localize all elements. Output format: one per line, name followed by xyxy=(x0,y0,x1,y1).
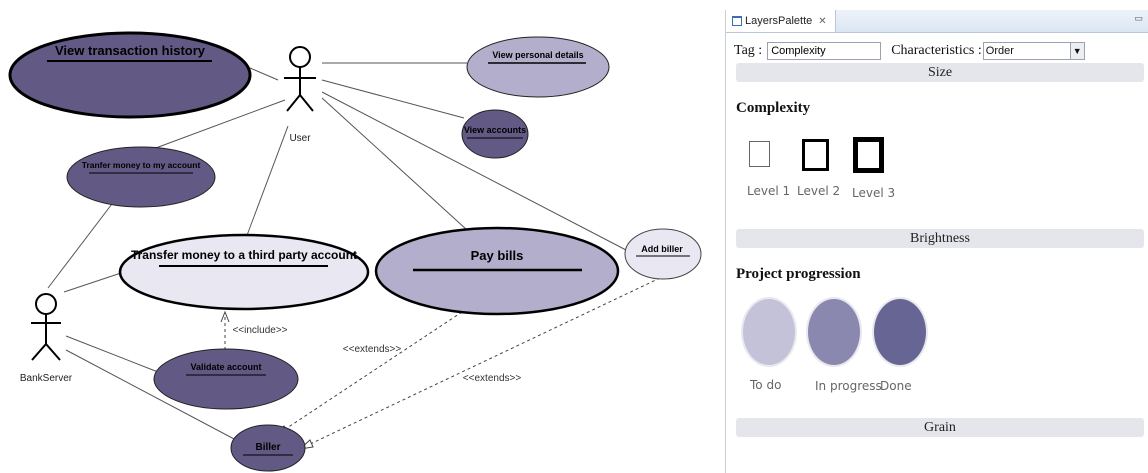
tab-title: LayersPalette xyxy=(745,15,813,27)
actor-bank-server-label: BankServer xyxy=(20,373,73,384)
section-brightness-button[interactable]: Brightness xyxy=(736,229,1144,248)
use-case-ellipse xyxy=(461,109,529,159)
assoc-user-mytransfer xyxy=(144,99,286,153)
use-case-view-transaction-history[interactable]: View transaction history xyxy=(8,31,252,119)
use-case-ellipse xyxy=(153,348,299,410)
use-case-transfer-to-my-account[interactable]: Tranfer money to my account xyxy=(66,146,216,208)
in-progress-swatch[interactable] xyxy=(806,297,862,367)
use-case-label: Validate account xyxy=(190,362,261,372)
characteristics-select[interactable]: Order ▼ xyxy=(982,42,1085,60)
use-case-ellipse xyxy=(8,31,252,119)
use-case-label: View personal details xyxy=(492,50,583,60)
use-case-validate-account[interactable]: Validate account xyxy=(153,348,299,410)
complexity-title: Complexity xyxy=(736,100,811,116)
characteristics-label: Characteristics : xyxy=(891,43,982,58)
progression-title: Project progression xyxy=(736,266,861,282)
assoc-user-paybills xyxy=(321,97,479,241)
actor-user[interactable] xyxy=(284,46,316,112)
assoc-bank-thirdparty xyxy=(63,271,125,293)
use-case-ellipse xyxy=(230,424,306,472)
window-icon xyxy=(732,16,742,26)
view-header: LayersPalette ✕ ▭ xyxy=(726,10,1148,33)
actor-leg-left xyxy=(286,94,301,112)
close-icon[interactable]: ✕ xyxy=(818,15,827,27)
section-size-button[interactable]: Size xyxy=(736,63,1144,82)
tag-label: Tag : xyxy=(734,43,763,58)
level-2-swatch[interactable] xyxy=(802,139,829,171)
todo-label: To do xyxy=(750,378,782,392)
level-2-label: Level 2 xyxy=(797,184,841,198)
extends-line-paybills xyxy=(280,311,463,433)
layers-palette-view: LayersPalette ✕ ▭ Tag : Characteristics … xyxy=(725,10,1148,473)
dependency-lines xyxy=(224,277,661,447)
level-1-label: Level 1 xyxy=(747,184,791,198)
include-arrowhead xyxy=(220,310,230,323)
assoc-user-history xyxy=(249,67,279,81)
use-case-pay-bills[interactable]: Pay bills xyxy=(374,226,620,316)
use-case-biller[interactable]: Biller xyxy=(230,424,306,472)
use-case-view-personal-details[interactable]: View personal details xyxy=(466,36,610,98)
level-1-swatch[interactable] xyxy=(749,141,770,167)
tab-layers-palette[interactable]: LayersPalette ✕ xyxy=(726,10,836,32)
assoc-bank-validate xyxy=(65,335,159,373)
use-case-ellipse xyxy=(466,36,610,98)
use-case-ellipse xyxy=(66,146,216,208)
assoc-user-addbiller xyxy=(321,91,627,251)
use-case-label: Biller xyxy=(255,442,280,453)
association-lines xyxy=(47,62,627,441)
todo-swatch[interactable] xyxy=(741,297,797,367)
use-case-label: View accounts xyxy=(464,125,526,135)
actor-leg-right xyxy=(45,343,61,361)
assoc-user-thirdparty xyxy=(245,125,289,239)
section-grain-button[interactable]: Grain xyxy=(736,418,1144,437)
use-case-ellipse xyxy=(118,233,370,311)
characteristics-selected-value: Order xyxy=(985,45,1014,57)
use-case-label: Pay bills xyxy=(471,248,524,263)
tag-input[interactable] xyxy=(767,42,882,60)
assoc-bank-mytransfer xyxy=(47,195,119,289)
actor-leg-left xyxy=(31,343,47,361)
use-case-ellipse xyxy=(624,228,702,280)
extends-label-2: <<extends>> xyxy=(463,373,522,384)
done-label: Done xyxy=(880,379,912,393)
level-3-swatch[interactable] xyxy=(853,137,884,173)
actor-user-label: User xyxy=(289,133,311,144)
use-case-label: Tranfer money to my account xyxy=(82,160,201,170)
use-case-add-biller[interactable]: Add biller xyxy=(624,228,702,280)
use-case-diagram: View transaction history View personal d… xyxy=(8,31,702,472)
in-progress-label: In progress xyxy=(815,379,882,393)
actor-head xyxy=(35,293,57,315)
minimize-icon[interactable]: ▭ xyxy=(1134,13,1143,23)
done-swatch[interactable] xyxy=(872,297,928,367)
chevron-down-icon[interactable]: ▼ xyxy=(1069,43,1084,59)
use-case-transfer-third-party[interactable]: Transfer money to a third party account xyxy=(118,233,370,311)
use-case-label: Add biller xyxy=(641,244,683,254)
use-case-view-accounts[interactable]: View accounts xyxy=(461,109,529,159)
level-3-label: Level 3 xyxy=(852,186,896,200)
actor-leg-right xyxy=(299,94,314,112)
tag-form-row: Tag : Characteristics : Order ▼ xyxy=(734,41,1085,61)
assoc-bank-biller xyxy=(65,349,237,441)
extends-label-1: <<extends>> xyxy=(343,344,402,355)
include-label: <<include>> xyxy=(232,325,287,336)
assoc-user-accounts xyxy=(321,79,465,119)
use-case-label: View transaction history xyxy=(55,43,206,58)
extends-line-addbiller xyxy=(305,277,661,447)
actor-bank-server[interactable] xyxy=(31,293,61,361)
use-case-label: Transfer money to a third party account xyxy=(131,248,357,262)
actor-head xyxy=(289,46,311,68)
